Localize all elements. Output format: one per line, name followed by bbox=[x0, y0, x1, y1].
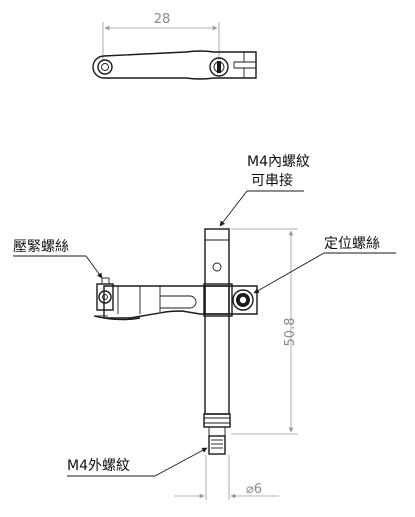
callout-leader-top bbox=[219, 190, 248, 227]
clamp-screw-ring bbox=[98, 290, 112, 304]
callout-external-thread: M4外螺紋 bbox=[67, 458, 130, 474]
set-screw-socket bbox=[239, 296, 247, 304]
callout-leader-clamp bbox=[85, 255, 103, 279]
rod-cross-hole bbox=[212, 262, 222, 272]
clamp-screw-center bbox=[102, 294, 108, 300]
callout-leader-set bbox=[253, 252, 325, 294]
front-view: 50.8 ⌀6 bbox=[93, 228, 298, 500]
rod-bore bbox=[209, 57, 229, 77]
dim-label-diameter: ⌀6 bbox=[246, 482, 262, 497]
callout-internal-thread: M4內螺紋 bbox=[247, 154, 310, 170]
arm-rod-passthrough bbox=[204, 285, 230, 315]
callout-stackable: 可串接 bbox=[251, 172, 293, 189]
main-rod bbox=[204, 228, 230, 415]
top-view: 28 bbox=[92, 12, 257, 80]
pivot-ring bbox=[97, 59, 113, 75]
thread-stud bbox=[208, 435, 226, 455]
callout-set-screw: 定位螺絲 bbox=[324, 236, 380, 252]
rod-collar bbox=[203, 413, 231, 428]
dim-label-28: 28 bbox=[154, 12, 171, 27]
callouts: M4內螺紋 可串接 壓緊螺絲 定位螺絲 M4外螺紋 bbox=[13, 154, 396, 477]
clamp-screw-cap bbox=[101, 277, 110, 285]
callout-leader-external bbox=[154, 447, 208, 477]
pivot-hole bbox=[101, 63, 109, 71]
arm-lower-lip bbox=[93, 315, 141, 321]
rod-bore-slot bbox=[217, 61, 221, 73]
arm-boss bbox=[203, 283, 233, 317]
callout-clamp-screw: 壓緊螺絲 bbox=[13, 239, 69, 255]
arm-outline bbox=[92, 50, 257, 80]
dim-label-height: 50.8 bbox=[283, 318, 298, 347]
arm-slot bbox=[160, 295, 197, 309]
